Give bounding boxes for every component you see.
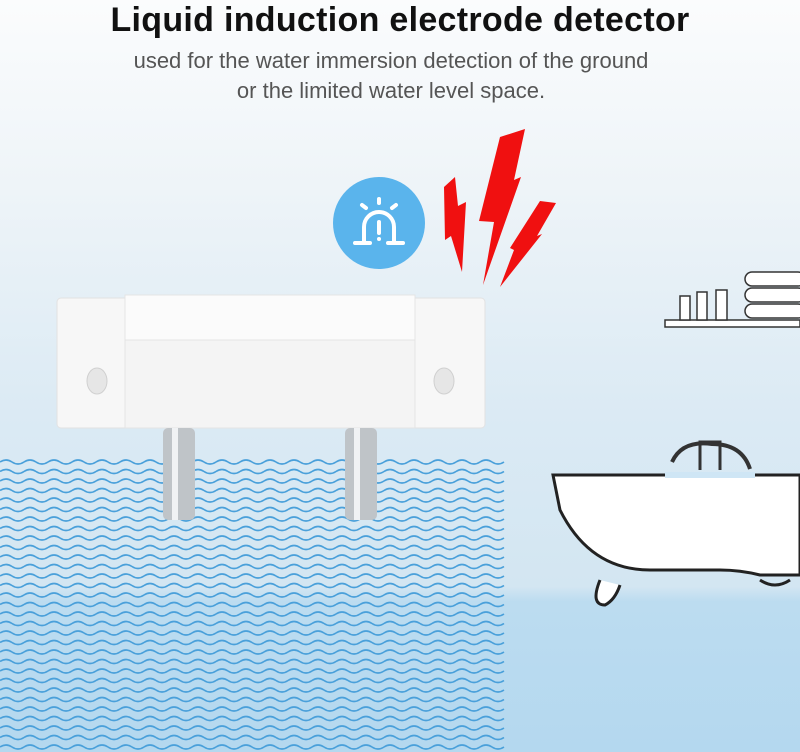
wave-line bbox=[0, 620, 505, 627]
lightning-bolt-icon bbox=[444, 129, 556, 287]
subtitle-line-2: or the limited water level space. bbox=[236, 78, 546, 103]
wave-line bbox=[0, 658, 505, 665]
detector-device bbox=[56, 294, 486, 520]
wave-line bbox=[0, 468, 505, 475]
wave-line bbox=[0, 677, 505, 684]
wave-line bbox=[0, 601, 505, 608]
alarm-light-icon bbox=[333, 177, 425, 269]
water-waves bbox=[0, 459, 505, 750]
wave-line bbox=[0, 687, 505, 693]
wave-line bbox=[0, 573, 505, 579]
wave-line bbox=[0, 535, 505, 541]
page-title: Liquid induction electrode detector bbox=[110, 1, 690, 39]
bathtub-icon bbox=[551, 440, 800, 607]
wave-line bbox=[0, 506, 505, 513]
wave-line bbox=[0, 516, 505, 522]
wave-line bbox=[0, 563, 505, 570]
wave-line bbox=[0, 525, 505, 532]
wave-line bbox=[0, 582, 505, 589]
towel-shelf-icon bbox=[664, 271, 800, 328]
wave-line bbox=[0, 725, 505, 731]
wave-line bbox=[0, 497, 505, 503]
wave-line bbox=[0, 630, 505, 636]
wave-line bbox=[0, 744, 505, 750]
wave-line bbox=[0, 478, 505, 484]
wave-line bbox=[0, 696, 505, 703]
wave-line bbox=[0, 611, 505, 617]
wave-line bbox=[0, 649, 505, 655]
wave-line bbox=[0, 592, 505, 598]
wave-line bbox=[0, 639, 505, 646]
wave-line bbox=[0, 668, 505, 674]
subtitle: used for the water immersion detection o… bbox=[0, 46, 782, 106]
wave-line bbox=[0, 459, 505, 465]
wave-line bbox=[0, 554, 505, 560]
wave-line bbox=[0, 544, 505, 551]
subtitle-line-1: used for the water immersion detection o… bbox=[133, 48, 649, 73]
wave-line bbox=[0, 715, 505, 722]
wave-line bbox=[0, 487, 505, 494]
wave-line bbox=[0, 706, 505, 712]
wave-line bbox=[0, 734, 505, 741]
